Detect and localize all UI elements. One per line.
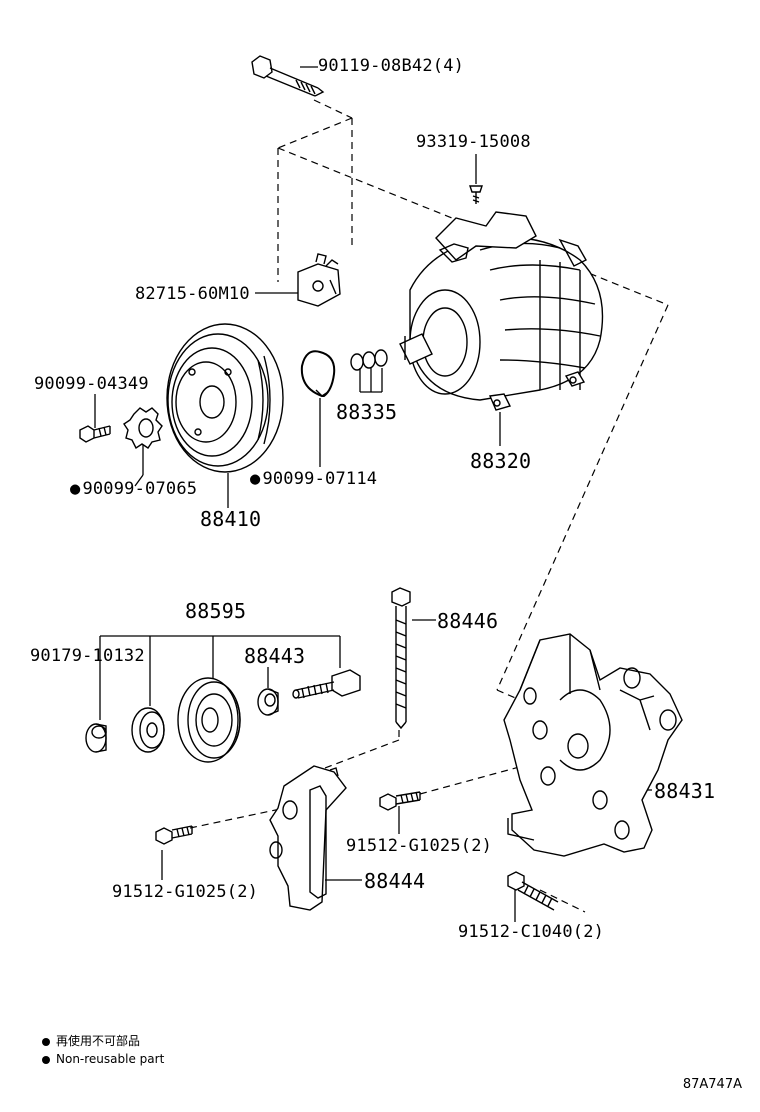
- label-washer-nr[interactable]: 90099-07065: [70, 481, 197, 498]
- label-bolt-mid[interactable]: 91512-G1025(2): [346, 836, 493, 856]
- label-idler-set[interactable]: 88595: [185, 599, 247, 623]
- screw-top-art: [469, 185, 483, 204]
- label-spacer[interactable]: 88443: [244, 644, 306, 668]
- bracket-art: [503, 633, 683, 857]
- spacer-art: [257, 688, 279, 716]
- idler-washer-art: [131, 707, 165, 753]
- label-screw-top[interactable]: 93319-15008: [416, 132, 531, 152]
- cap-art: [85, 723, 107, 753]
- clutch-art: [166, 323, 284, 473]
- label-bracket-clip[interactable]: 82715-60M10: [135, 284, 250, 304]
- bolt-mid-art: [379, 791, 421, 811]
- shims-art: [350, 349, 388, 371]
- leader-lines: [94, 66, 652, 922]
- long-bolt-art: [391, 587, 411, 730]
- label-snap-ring-nr[interactable]: 90099-07114: [250, 471, 377, 488]
- label-adjust-bar[interactable]: 88444: [364, 869, 426, 893]
- bullet-icon: [42, 1037, 50, 1046]
- label-cap[interactable]: 90179-10132: [30, 646, 145, 666]
- bullet-icon: [42, 1055, 50, 1064]
- snap-ring-art: [300, 350, 336, 397]
- washer-art: [123, 407, 163, 450]
- label-bolt-top[interactable]: 90119-08B42(4): [318, 56, 465, 76]
- bolt-clutch-art: [79, 425, 111, 443]
- idler-pulley-art: [177, 677, 241, 763]
- adjust-bar-art: [269, 765, 347, 911]
- label-compressor[interactable]: 88320: [470, 449, 532, 473]
- diagram-code: 87A747A: [682, 1077, 742, 1092]
- label-shims[interactable]: 88335: [336, 400, 398, 424]
- adjust-bolt-art: [292, 669, 361, 699]
- label-bracket[interactable]: 88431: [654, 779, 716, 803]
- bolt-left-art: [155, 825, 193, 845]
- compressor-art: [399, 211, 604, 411]
- label-bolt-clutch[interactable]: 90099-04349: [34, 374, 149, 394]
- legend-line-en: Non-reusable part: [42, 1053, 164, 1065]
- legend-text-jp: 再使用不可部品: [56, 1034, 141, 1048]
- clip-art: [297, 253, 341, 307]
- legend-text-en: Non-reusable part: [56, 1052, 165, 1066]
- label-long-bolt[interactable]: 88446: [437, 609, 499, 633]
- label-bolt-left[interactable]: 91512-G1025(2): [112, 882, 259, 902]
- bolt-bracket-art: [507, 871, 559, 911]
- bolt-top-art: [251, 55, 325, 97]
- label-bolt-bracket[interactable]: 91512-C1040(2): [458, 922, 605, 942]
- legend-line-jp: 再使用不可部品: [42, 1035, 140, 1047]
- label-clutch[interactable]: 88410: [200, 507, 262, 531]
